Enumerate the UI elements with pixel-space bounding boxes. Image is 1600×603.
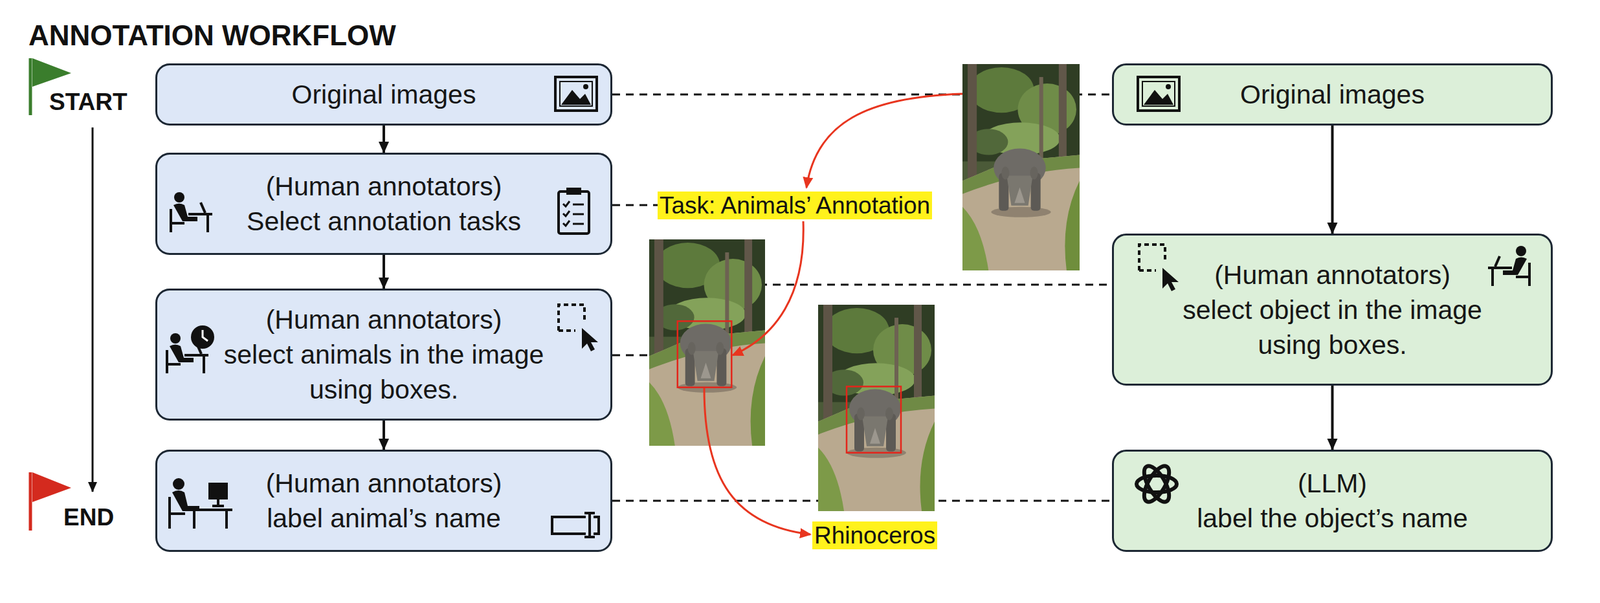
flow-arrow (382, 420, 386, 450)
box-text: (Human annotators) (266, 466, 503, 501)
process-box: (Human annotators)label animal’s name (155, 449, 613, 553)
diagram-title: ANNOTATION WORKFLOW (28, 19, 397, 52)
box-text: Original images (1240, 77, 1425, 112)
task-highlight: Task: Animals’ Annotation (657, 191, 933, 220)
dashed-leader (612, 204, 659, 207)
process-box: Original images (155, 63, 613, 126)
class-highlight: Rhinoceros (812, 521, 938, 550)
dashed-link (612, 284, 1112, 356)
flow-arrow (1331, 385, 1334, 450)
rhino-photo (962, 64, 1080, 271)
box-text: select object in the image using boxes. (1151, 292, 1514, 363)
box-text: (Human annotators) (266, 302, 503, 338)
process-box: (Human annotators)Select annotation task… (155, 152, 613, 256)
process-box: Original images (1111, 63, 1553, 126)
bounding-box (846, 386, 901, 453)
red-arrow (732, 221, 804, 356)
box-text: Select annotation tasks (246, 203, 522, 239)
flow-arrow (382, 255, 386, 289)
box-text: Original images (291, 77, 477, 112)
flow-arrow (1331, 125, 1334, 234)
box-text: select animals in the image using boxes. (202, 337, 566, 408)
dashed-link (612, 500, 1112, 503)
box-text: label the object’s name (1196, 500, 1468, 536)
bounding-box (677, 321, 733, 388)
process-box: (Human annotators)select animals in the … (155, 288, 613, 421)
box-text: (Human annotators) (1214, 257, 1451, 293)
flow-arrow (382, 125, 386, 153)
box-text: label animal’s name (266, 500, 501, 536)
process-box: (LLM)label the object’s name (1111, 449, 1553, 553)
box-text: (Human annotators) (266, 168, 503, 204)
rhino-photo (649, 239, 766, 446)
end-label: END (63, 503, 114, 533)
timeline-arrow (91, 127, 94, 492)
start-label: START (49, 88, 128, 117)
red-arrow (704, 388, 811, 535)
red-arrow (806, 93, 963, 188)
box-text: (LLM) (1297, 466, 1367, 501)
rhino-photo (818, 304, 935, 512)
process-box: (Human annotators)select object in the i… (1111, 233, 1553, 386)
dashed-link (612, 93, 1112, 96)
